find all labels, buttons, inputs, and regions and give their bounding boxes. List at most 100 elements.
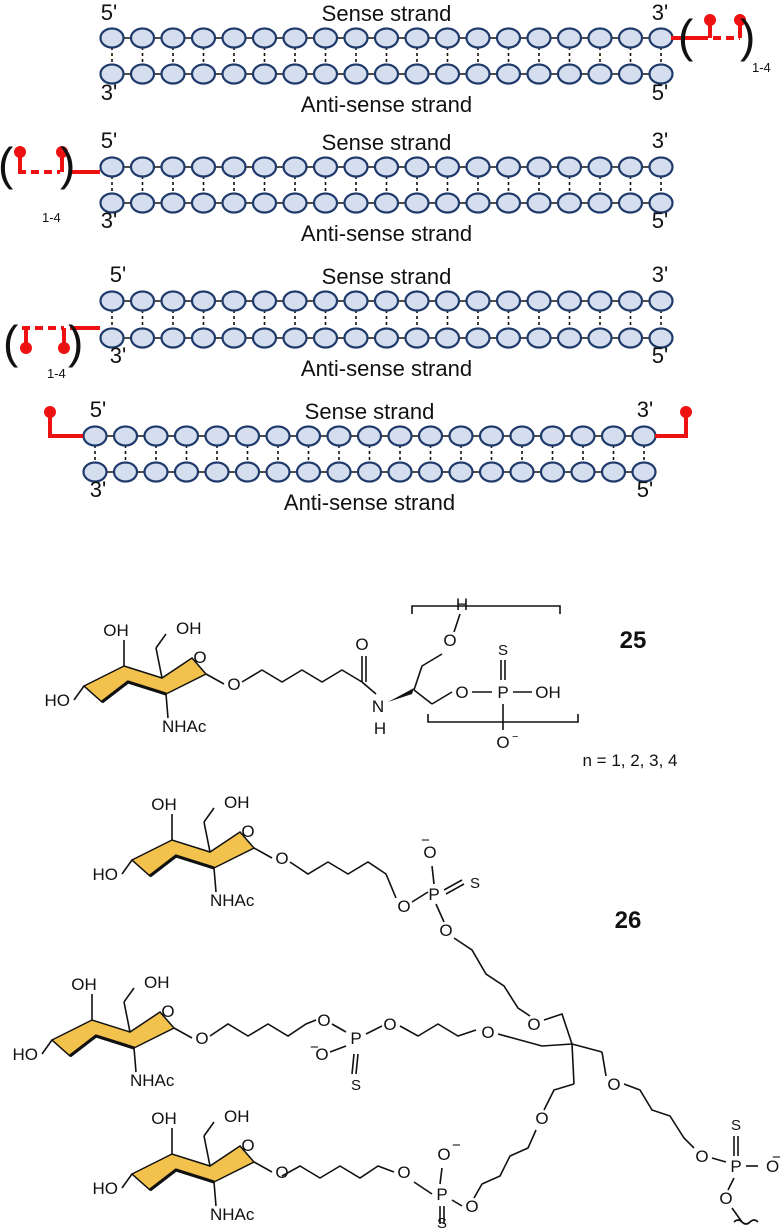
nucleotide	[221, 192, 247, 214]
arm-b-o: O	[317, 1011, 330, 1030]
c5-ch2-bond	[203, 821, 211, 853]
sense-5prime-label: 5'	[90, 397, 106, 422]
nucleotide	[495, 192, 522, 214]
conjugate-group-3: ()1-4	[3, 316, 100, 381]
nucleotide	[617, 156, 644, 178]
conjugate-head	[680, 406, 692, 418]
antisense-strand-label: Anti-sense strand	[301, 221, 472, 246]
nucleotide	[99, 290, 125, 312]
nucleotide	[539, 461, 566, 483]
arm-b-to-core	[497, 1033, 573, 1047]
c6-oh-bond	[155, 633, 167, 649]
anomeric-bond	[253, 1161, 273, 1173]
nucleotide	[587, 290, 613, 312]
wavy-attachment	[733, 1219, 759, 1225]
nucleotide	[265, 425, 291, 447]
nucleotide	[356, 461, 383, 483]
nucleotide	[526, 192, 552, 214]
core-right	[571, 1043, 603, 1053]
nucleotide	[112, 461, 139, 483]
arm-d-o2: O	[719, 1189, 732, 1208]
c3-oh-bond	[121, 1173, 133, 1189]
nucleotide	[221, 156, 247, 178]
nucleotide	[648, 290, 674, 312]
c2-n-bond	[133, 1047, 137, 1073]
arm-c-o2: O	[465, 1197, 478, 1216]
nucleotide	[190, 327, 217, 349]
c3-oh-bond	[41, 1039, 53, 1055]
nhac-label: NHAc	[210, 891, 255, 910]
nucleotide	[251, 156, 278, 178]
sense-3prime-label: 3'	[652, 262, 668, 287]
nucleotide	[587, 192, 613, 214]
arm-d-linker	[623, 1083, 695, 1149]
ring-front-edge	[69, 1034, 135, 1058]
nhac-label: NHAc	[210, 1205, 255, 1224]
amide-oxygen: O	[355, 635, 368, 654]
arm-a-p: P	[428, 885, 439, 904]
ring-oxygen: O	[241, 1136, 254, 1155]
arm-d-tail	[731, 1207, 743, 1223]
nucleotide	[648, 327, 674, 349]
arm-d-o: O	[695, 1147, 708, 1166]
nucleotide	[204, 425, 230, 447]
nucleotide	[495, 63, 522, 85]
nucleotide	[600, 425, 627, 447]
conjugate-group-4	[44, 406, 692, 438]
arm-a-ps	[443, 879, 463, 891]
nucleotide	[587, 27, 613, 49]
nucleotide	[160, 192, 186, 214]
linker-5prime	[48, 412, 83, 438]
nucleotide	[99, 327, 125, 349]
conjugate-head	[44, 406, 56, 418]
conjugate-head	[704, 14, 716, 26]
nucleotide	[99, 156, 125, 178]
nucleotide	[282, 192, 308, 214]
nucleotide	[221, 290, 247, 312]
anomeric-oxygen: O	[227, 675, 240, 694]
ch2-up	[413, 665, 423, 691]
nucleotide	[99, 63, 125, 85]
ring-oxygen: O	[241, 822, 254, 841]
arm-c-po2	[451, 1199, 463, 1207]
nucleotide	[129, 156, 156, 178]
nucleotide	[434, 290, 461, 312]
open-paren: (	[0, 138, 14, 190]
compound-25-id: 25	[620, 627, 647, 654]
arm-a-ps2	[445, 883, 465, 895]
arm-b-op	[331, 1023, 347, 1033]
arm-d-s: S	[731, 1117, 741, 1134]
nucleotide	[343, 192, 369, 214]
nucleotide	[295, 461, 322, 483]
nucleotide	[617, 327, 644, 349]
arm-b-minus: −	[310, 1039, 319, 1056]
sense-5prime-label: 5'	[101, 0, 117, 25]
phosphorus: P	[497, 683, 508, 702]
nucleotide	[82, 461, 108, 483]
arm-d-p: P	[730, 1157, 741, 1176]
nucleotide	[251, 27, 278, 49]
c6-oh-label: OH	[224, 1107, 250, 1126]
nucleotide	[556, 63, 583, 85]
c5-ch2-bond	[155, 647, 163, 679]
c4-oh-label: OH	[71, 975, 97, 994]
nucleotide	[587, 156, 613, 178]
conjugate-head	[58, 342, 70, 354]
pentanoyl-chain	[241, 669, 363, 683]
arm-a-o-minus: O	[423, 843, 436, 862]
antisense-strand-label: Anti-sense strand	[301, 92, 472, 117]
nucleotide	[434, 192, 461, 214]
h-bond	[453, 613, 461, 633]
nucleotide	[343, 63, 369, 85]
nucleotide	[556, 27, 583, 49]
nucleotide	[648, 156, 674, 178]
